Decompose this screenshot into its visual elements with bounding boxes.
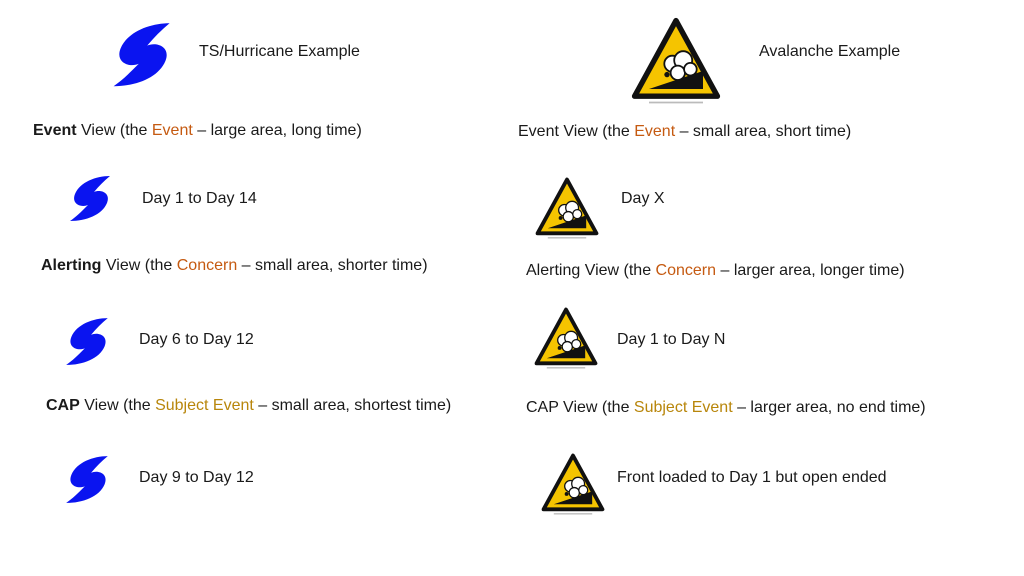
left-row-2-day: Day 6 to Day 12 — [139, 331, 254, 348]
right-row-1-day: Day X — [621, 190, 665, 207]
avalanche-warning-icon — [534, 306, 598, 372]
left-row-1-text: Event View (the Event – large area, long… — [33, 122, 362, 139]
avalanche-warning-icon — [541, 452, 605, 518]
hurricane-icon — [108, 14, 178, 94]
right-row-3-day: Front loaded to Day 1 but open ended — [617, 469, 887, 486]
avalanche-warning-icon — [631, 16, 721, 108]
avalanche-warning-icon — [535, 176, 599, 242]
left-heading: TS/Hurricane Example — [199, 43, 360, 60]
left-row-3-text: CAP View (the Subject Event – small area… — [46, 397, 452, 414]
right-row-2-day: Day 1 to Day N — [617, 331, 726, 348]
hurricane-icon — [66, 172, 116, 224]
left-row-1-day: Day 1 to Day 14 — [142, 190, 257, 207]
left-row-2-text: Alerting View (the Concern – small area,… — [41, 257, 428, 274]
hurricane-icon — [62, 452, 114, 506]
right-row-2-text: Alerting View (the Concern – larger area… — [526, 262, 905, 279]
right-heading: Avalanche Example — [759, 43, 901, 60]
right-row-3-text: CAP View (the Subject Event – larger are… — [526, 399, 926, 416]
left-row-3-day: Day 9 to Day 12 — [139, 469, 254, 486]
hurricane-icon — [62, 314, 114, 368]
right-row-1-text: Event View (the Event – small area, shor… — [518, 123, 852, 140]
